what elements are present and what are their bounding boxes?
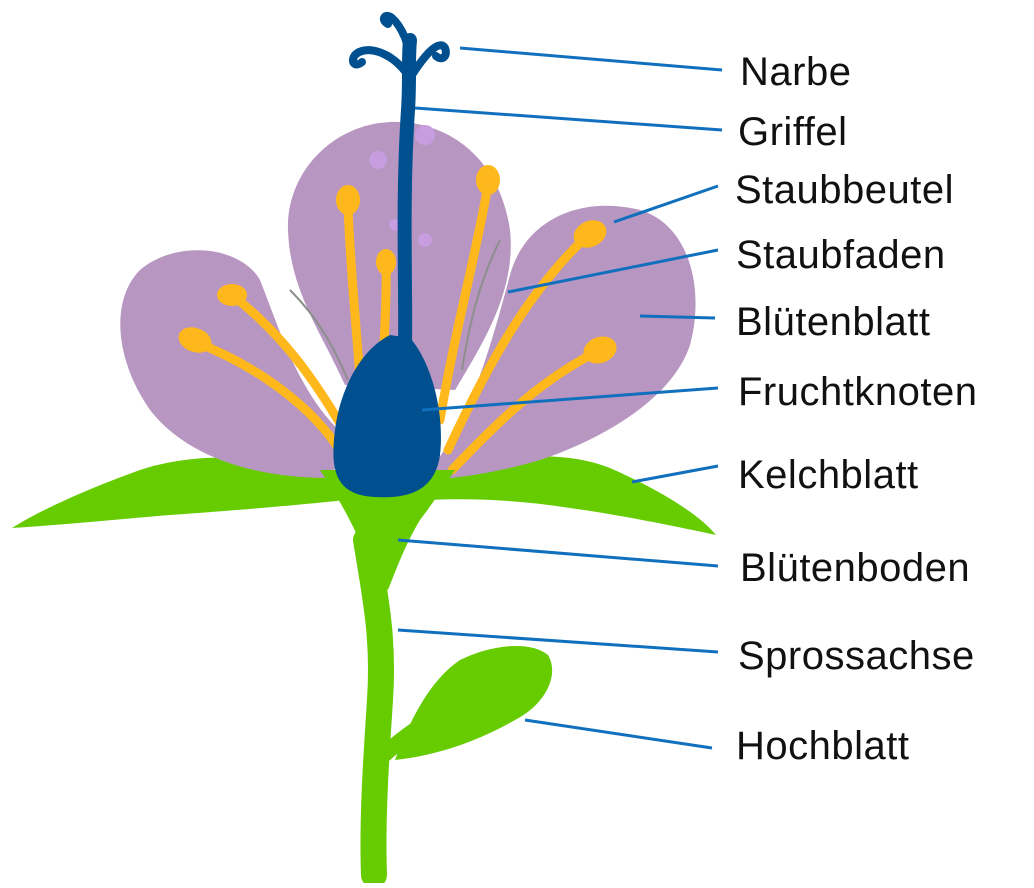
anther: [476, 165, 500, 195]
label-staubfaden: Staubfaden: [736, 235, 946, 275]
leader-line-sprossachse: [398, 630, 718, 652]
leader-line-kelchblatt: [632, 466, 718, 482]
style: [405, 40, 410, 345]
leader-line-hochblatt: [525, 720, 712, 748]
label-narbe: Narbe: [740, 52, 851, 92]
anther: [376, 249, 396, 275]
leader-line-narbe: [460, 48, 722, 70]
label-staubbeutel: Staubbeutel: [735, 170, 954, 210]
label-fruchtknoten: Fruchtknoten: [738, 372, 977, 412]
stigma-lobe: [353, 50, 408, 75]
anther: [217, 284, 247, 306]
leader-line-griffel: [415, 108, 722, 130]
leader-line-bluetenblatt: [640, 316, 715, 318]
leader-line-bluetenboden: [398, 540, 718, 566]
anther: [336, 185, 360, 215]
stem: [366, 540, 381, 875]
bract-leaf: [395, 646, 552, 760]
pollen-spot: [418, 233, 432, 247]
label-griffel: Griffel: [738, 112, 847, 152]
label-kelchblatt: Kelchblatt: [738, 455, 919, 495]
stigma-lobe: [412, 45, 446, 75]
label-hochblatt: Hochblatt: [736, 726, 909, 766]
pollen-spot: [369, 151, 387, 169]
label-sprossachse: Sprossachse: [738, 636, 975, 676]
label-bluetenblatt: Blütenblatt: [736, 302, 931, 342]
leader-line-staubbeutel: [614, 186, 718, 222]
label-bluetenboden: Blütenboden: [740, 548, 970, 588]
pollen-spot: [415, 125, 435, 145]
